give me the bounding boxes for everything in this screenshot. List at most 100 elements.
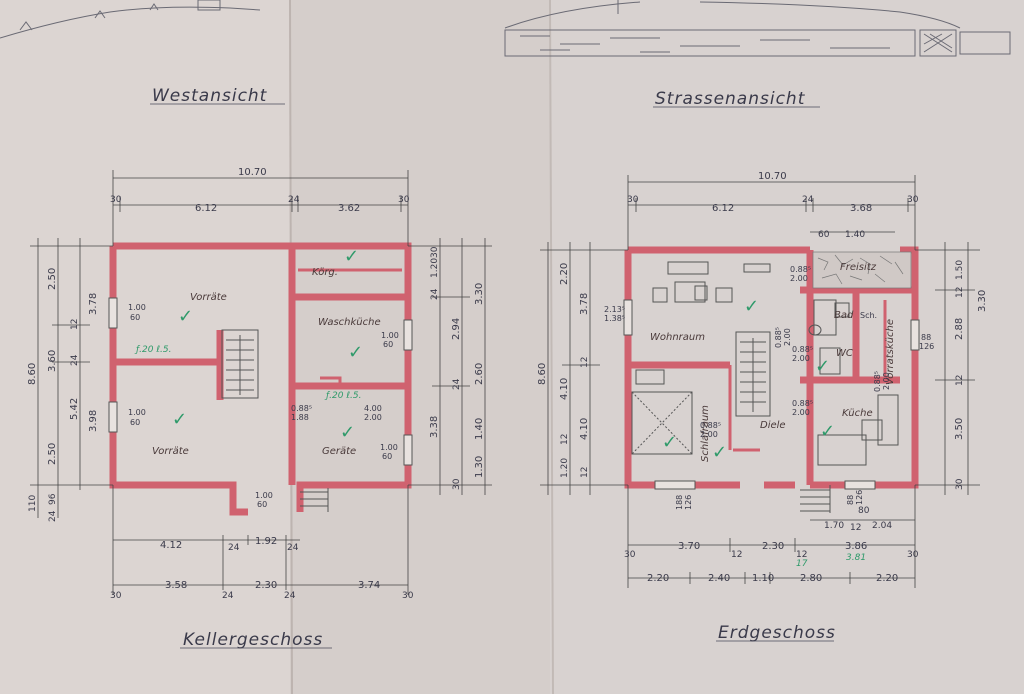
dimension-label: 3.60 — [47, 350, 58, 372]
dimension-label: 4.10 — [559, 378, 570, 400]
dimension-label: 24 — [802, 195, 814, 205]
window — [403, 434, 413, 466]
opening-size: 0.88⁵ — [790, 265, 811, 274]
title-westansicht: Westansicht — [152, 86, 268, 106]
annotation: ƒ.20 ℓ.5. — [324, 391, 362, 401]
dimension-label: 30 — [452, 478, 462, 490]
dimension-label: 1.40 — [845, 230, 865, 240]
room-label-wc: WC — [836, 348, 853, 359]
dimension-label: 3.68 — [850, 203, 872, 214]
opening-size: 2.00 — [882, 372, 891, 390]
opening-size: 2.00 — [792, 408, 810, 417]
dimension-label: 30 — [430, 246, 440, 258]
dimension-label: 30 — [907, 195, 919, 205]
dimension-label: 12 — [560, 434, 570, 445]
dimension-lines — [30, 170, 980, 595]
window-size: 1.00 — [381, 331, 399, 340]
annotation: ƒ.20 ℓ.5. — [134, 345, 172, 355]
dimension-label: 24 — [430, 288, 440, 300]
check-mark-icon: ✓ — [712, 442, 727, 463]
room-label-geraete: Geräte — [322, 446, 356, 457]
dimension-label: 1.20 — [560, 458, 570, 478]
window-size: 60 — [383, 340, 393, 349]
opening-size: 2.00 — [700, 430, 718, 439]
window-size: 60 — [130, 313, 140, 322]
opening-size: 126 — [684, 495, 693, 510]
dimension-label: 3.78 — [579, 293, 590, 315]
dimension-label: 24 — [288, 195, 300, 205]
dimension-label: 1.20 — [430, 258, 440, 278]
dimension-label: 30 — [402, 591, 414, 601]
opening-size: 4.00 — [364, 404, 382, 413]
dimension-label: 8.60 — [27, 363, 38, 385]
door-size: 1.88 — [291, 413, 309, 422]
dimension-label: 24 — [70, 354, 80, 366]
check-mark-icon: ✓ — [172, 409, 187, 430]
window — [108, 401, 118, 433]
window — [910, 319, 920, 351]
opening-size: 2.00 — [792, 354, 810, 363]
title-erdgeschoss: Erdgeschoss — [718, 623, 836, 643]
title-strassenansicht: Strassenansicht — [655, 89, 806, 109]
handwritten-correction: 17 — [796, 559, 808, 569]
opening-size: 0.88⁵ — [873, 371, 882, 392]
dimension-label: 1.92 — [255, 536, 277, 547]
dimension-label: 30 — [624, 550, 636, 560]
window-size: 1.00 — [255, 491, 273, 500]
dimension-label: 3.38 — [429, 416, 440, 438]
basement-entrance-steps — [300, 488, 329, 512]
dimension-label: 1.10 — [752, 573, 774, 584]
check-mark-icon: ✓ — [662, 432, 677, 453]
dimension-label: 12 — [580, 467, 590, 478]
dimension-label: 8.60 — [537, 363, 548, 385]
dimension-label: 24 — [228, 543, 240, 553]
dimension-label: 30 — [110, 591, 122, 601]
dimension-label: 24 — [452, 378, 462, 390]
dimension-label: 12 — [731, 550, 742, 560]
window-size: 1.00 — [380, 443, 398, 452]
check-mark-icon: ✓ — [340, 422, 355, 443]
check-mark-icon: ✓ — [178, 306, 193, 327]
title-kellergeschoss: Kellergeschoss — [183, 630, 323, 650]
opening-size: 2.00 — [783, 328, 792, 346]
dimension-label: 2.04 — [872, 521, 892, 531]
dimension-label: 3.58 — [165, 580, 187, 591]
basement-stair — [221, 329, 259, 399]
window-size: 60 — [257, 500, 267, 509]
room-label-kueche: Küche — [842, 408, 873, 419]
opening-size: 88 — [921, 333, 931, 342]
dimension-label: 12 — [70, 319, 80, 330]
ground-entrance-steps — [800, 485, 831, 513]
opening-size: 126 — [919, 342, 934, 351]
room-label-koerg: Körg. — [312, 267, 338, 278]
dimension-label: 12 — [850, 523, 861, 533]
dimension-label: 3.98 — [88, 410, 99, 432]
elevation-sketch-street — [504, 0, 1011, 57]
dimension-label: 2.94 — [451, 318, 462, 340]
dimension-label: 3.86 — [845, 541, 867, 552]
dimension-label: 2.20 — [559, 263, 570, 285]
dimension-label: 3.70 — [678, 541, 700, 552]
opening-size: 126 — [855, 490, 864, 505]
dimension-label: 10.70 — [238, 167, 267, 178]
dimension-label: 30 — [627, 195, 639, 205]
elevation-sketch-west — [0, 0, 261, 39]
dimension-label: 6.12 — [195, 203, 217, 214]
dimension-label: 24 — [284, 591, 296, 601]
room-label-diele: Diele — [760, 420, 786, 431]
paper-panel — [0, 0, 290, 694]
dimension-label: 3.62 — [338, 203, 360, 214]
dimension-label: 3.78 — [88, 293, 99, 315]
dimension-label: 2.30 — [255, 580, 277, 591]
dimension-label: 2.88 — [954, 318, 965, 340]
dimension-label: 2.30 — [762, 541, 784, 552]
room-label-vorratskueche: Vorratsküche — [885, 319, 896, 385]
paper-fold — [549, 0, 554, 694]
opening-size: 0.88⁵ — [700, 421, 721, 430]
dimension-label: 30 — [955, 478, 965, 490]
room-label-vorraete: Vorräte — [190, 292, 227, 303]
dimension-label: 2.80 — [800, 573, 822, 584]
window — [623, 299, 633, 336]
dimension-label: 2.20 — [876, 573, 898, 584]
